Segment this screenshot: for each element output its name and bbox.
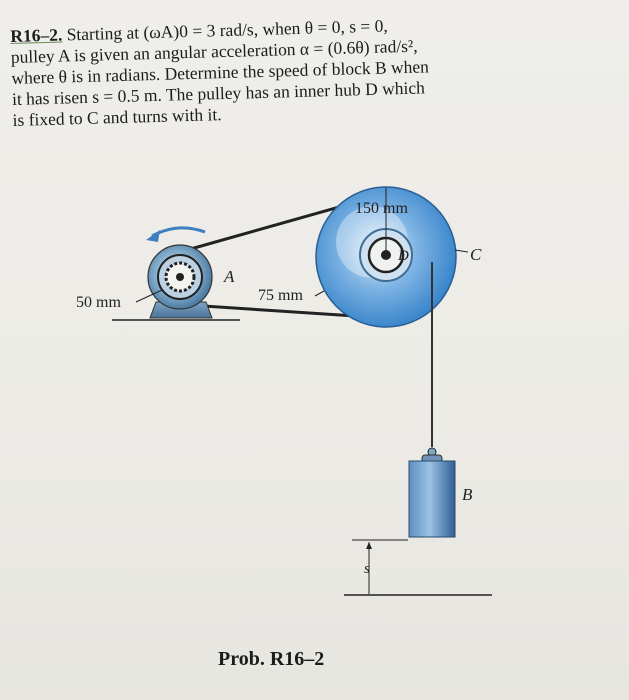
s-arrow-head xyxy=(366,542,372,549)
dim-50mm: 50 mm xyxy=(76,294,121,311)
dim-50mm-leader xyxy=(135,289,163,303)
problem-number: R16–2. xyxy=(10,24,63,46)
label-b: B xyxy=(462,485,473,504)
problem-statement: R16–2. Starting at (ωA)0 = 3 rad/s, when… xyxy=(10,9,613,131)
label-c-leader xyxy=(454,249,469,253)
pulley-figure: A 50 mm 75 mm D 150 mm C B s xyxy=(76,186,492,596)
dim-75mm: 75 mm xyxy=(258,287,303,304)
rotation-arrow xyxy=(151,226,206,238)
block-b xyxy=(408,460,456,538)
dim-150mm: 150 mm xyxy=(355,200,408,217)
pulley-a-axle xyxy=(176,273,184,281)
label-a: A xyxy=(223,267,235,286)
figure-caption: Prob. R16–2 xyxy=(218,648,325,670)
label-s: s xyxy=(364,561,370,577)
label-c: C xyxy=(470,245,482,264)
rotation-arrow-head xyxy=(146,230,160,242)
label-d: D xyxy=(397,248,409,264)
